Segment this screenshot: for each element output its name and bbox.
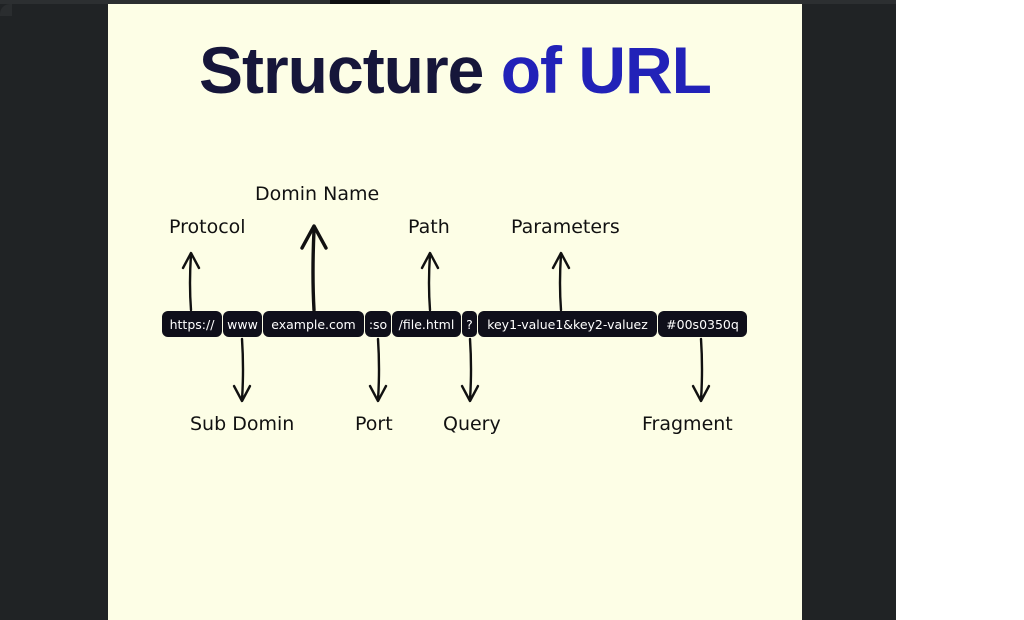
svg-text:https://: https://	[170, 317, 216, 332]
title-main: Structure	[198, 33, 484, 107]
url-segment-parameters: key1-value1&key2-valuez	[478, 311, 657, 337]
svg-text:www: www	[227, 317, 258, 332]
label-path: Path	[408, 216, 450, 238]
viewer-corner	[0, 4, 12, 16]
arrow-down-subdomain-icon	[232, 337, 252, 403]
url-segment-path: /file.html	[392, 311, 461, 337]
arrow-up-parameters-icon	[551, 251, 571, 312]
svg-text:#00s0350q: #00s0350q	[666, 317, 739, 332]
label-query: Query	[443, 413, 501, 435]
svg-text:key1-value1&key2-valuez: key1-value1&key2-valuez	[487, 317, 648, 332]
url-segment-domain: example.com	[263, 311, 364, 337]
url-segment-protocol: https://	[162, 311, 222, 337]
arrow-down-fragment-icon	[691, 337, 711, 403]
arrow-up-protocol-icon	[181, 251, 201, 312]
viewer-top-edge	[0, 0, 896, 4]
arrow-up-domain-icon	[300, 224, 328, 312]
page-title: Structure of URL	[108, 32, 802, 108]
url-segment-port: :so	[365, 311, 391, 337]
label-port: Port	[355, 413, 393, 435]
arrow-down-port-icon	[368, 337, 388, 403]
label-parameters: Parameters	[511, 216, 620, 238]
arrow-up-path-icon	[420, 251, 440, 312]
url-segment-fragment: #00s0350q	[658, 311, 747, 337]
svg-text:/file.html: /file.html	[399, 317, 455, 332]
svg-text:example.com: example.com	[271, 317, 355, 332]
viewer-top-strip	[330, 0, 390, 6]
url-segment-subdomain: www	[223, 311, 262, 337]
url-segment-query: ?	[462, 311, 477, 337]
infographic-card: Structure of URL https:// www example.co…	[108, 4, 802, 620]
label-domain-name: Domin Name	[255, 183, 379, 205]
title-highlight: of URL	[500, 33, 712, 107]
svg-text::so: :so	[369, 317, 387, 332]
url-diagram: https:// www example.com :so /file.html …	[162, 183, 747, 435]
label-sub-domain: Sub Domin	[190, 413, 294, 435]
label-protocol: Protocol	[169, 216, 246, 238]
label-fragment: Fragment	[642, 413, 733, 435]
arrow-down-query-icon	[460, 337, 480, 403]
svg-text:?: ?	[466, 317, 473, 332]
